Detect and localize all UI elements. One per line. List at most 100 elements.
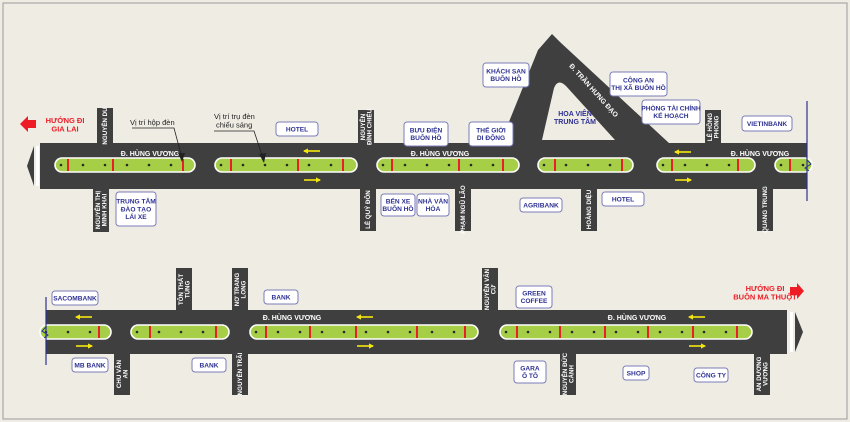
light-pole-marker <box>179 330 183 334</box>
light-pole-marker <box>88 330 92 334</box>
street-nguyen-duc-canh: NGUYỄN ĐỨCCẢNH <box>560 352 576 395</box>
street-hoang-dieu: HOÀNG DIỆU <box>581 188 597 231</box>
light-pole-marker <box>570 330 574 334</box>
street-nguyen-dinh-chieu: NGUYỄNĐÌNH CHIỂU <box>358 108 374 145</box>
street-road <box>93 188 109 232</box>
light-pole-marker <box>491 163 495 167</box>
light-pole-marker <box>298 330 302 334</box>
street-road <box>455 188 471 231</box>
street-le-quy-don: LÊ QUÝ ĐÔN <box>360 188 376 231</box>
annotation-light-box: Vị trí hộp đèn <box>130 118 185 162</box>
median-strip <box>656 157 756 173</box>
street-road <box>560 353 576 395</box>
traffic-arrow-left-icon <box>303 148 320 154</box>
light-pole-marker <box>683 163 687 167</box>
road-name: Đ. HÙNG VƯƠNG <box>411 149 470 158</box>
street-ton-that-tung: TÔN THẤTTÙNG <box>176 268 192 311</box>
light-pole-marker <box>103 163 107 167</box>
light-pole-marker <box>320 330 324 334</box>
light-pole-marker <box>403 163 407 167</box>
light-box-marker <box>355 326 357 338</box>
light-box-marker <box>416 326 418 338</box>
street-le-hong-phong: LÊ HỒNGPHONG <box>705 110 721 144</box>
light-pole-marker <box>342 330 346 334</box>
landmark-label: CÔNG TY <box>696 370 727 379</box>
light-box-marker <box>464 326 466 338</box>
landmark-box <box>71 357 109 373</box>
landmark-box <box>693 367 729 383</box>
road-end-bar-right <box>790 312 793 352</box>
landmark-box <box>416 193 450 217</box>
traffic-arrow-right-icon <box>675 177 692 183</box>
median-strip <box>774 157 813 173</box>
landmark-label: MB BANK <box>74 362 105 369</box>
street-road <box>358 110 374 144</box>
road-ends <box>27 101 812 365</box>
landmark-hotel-bottom: HOTEL <box>601 191 645 207</box>
street-nguyen-van-cu: NGUYỄN VĂNCỪ <box>482 268 498 311</box>
landmark-box <box>519 197 563 213</box>
landmark-box <box>263 289 299 305</box>
traffic-arrow-right-icon <box>76 343 93 349</box>
light-pole-marker <box>125 163 129 167</box>
landmark-box <box>641 99 701 125</box>
street-no-trang-long: NƠ TRANGLONG <box>232 268 248 311</box>
street-road <box>232 353 248 395</box>
street-label: QUANG TRUNG <box>762 186 769 233</box>
landmark-box <box>601 191 645 207</box>
street-label: NGUYỄN DU <box>102 107 109 145</box>
landmark-box <box>191 357 227 373</box>
landmark-box <box>482 62 530 88</box>
landmark-box <box>115 191 157 227</box>
traffic-arrow-left-icon <box>75 314 92 320</box>
street-road <box>232 268 248 311</box>
street-label: LÊ QUÝ ĐÔN <box>364 190 372 229</box>
traffic-arrow-right-icon <box>304 177 321 183</box>
light-pole-marker <box>59 163 63 167</box>
landmark-sacombank: SACOMBANK <box>51 290 99 306</box>
landmark-box <box>515 285 553 309</box>
light-pole-marker <box>307 163 311 167</box>
landmark-box <box>380 193 416 217</box>
landmark-hotel-top: HOTEL <box>275 121 319 137</box>
pointer-arrowhead-icon <box>178 153 185 162</box>
landmark-box <box>468 121 514 147</box>
landmark-label: BANK <box>271 294 290 301</box>
landmark-box <box>51 290 99 306</box>
traffic-arrow-right-icon <box>357 343 374 349</box>
median-island <box>774 157 813 173</box>
median-strip <box>249 324 479 340</box>
landmark-shop: SHOP <box>622 365 650 381</box>
light-box-marker <box>671 159 673 171</box>
median-strip <box>214 157 358 173</box>
median-island <box>54 157 196 173</box>
light-pole-marker <box>364 330 368 334</box>
break-zigzag-top <box>804 159 812 172</box>
light-pole-marker <box>592 330 596 334</box>
street-an-duong-vuong: AN DƯƠNGVƯƠNG <box>754 353 770 395</box>
light-box-marker <box>554 159 556 171</box>
road-end-chevron-left <box>27 146 34 186</box>
light-box-marker <box>502 159 504 171</box>
street-road <box>581 188 597 231</box>
median-strip <box>499 324 753 340</box>
landmark-box <box>403 121 449 147</box>
light-pole-marker <box>801 163 805 167</box>
light-box-marker <box>737 159 739 171</box>
light-pole-marker <box>724 330 728 334</box>
light-pole-marker <box>658 330 662 334</box>
landmark-mb-bank: MB BANK <box>71 357 109 373</box>
